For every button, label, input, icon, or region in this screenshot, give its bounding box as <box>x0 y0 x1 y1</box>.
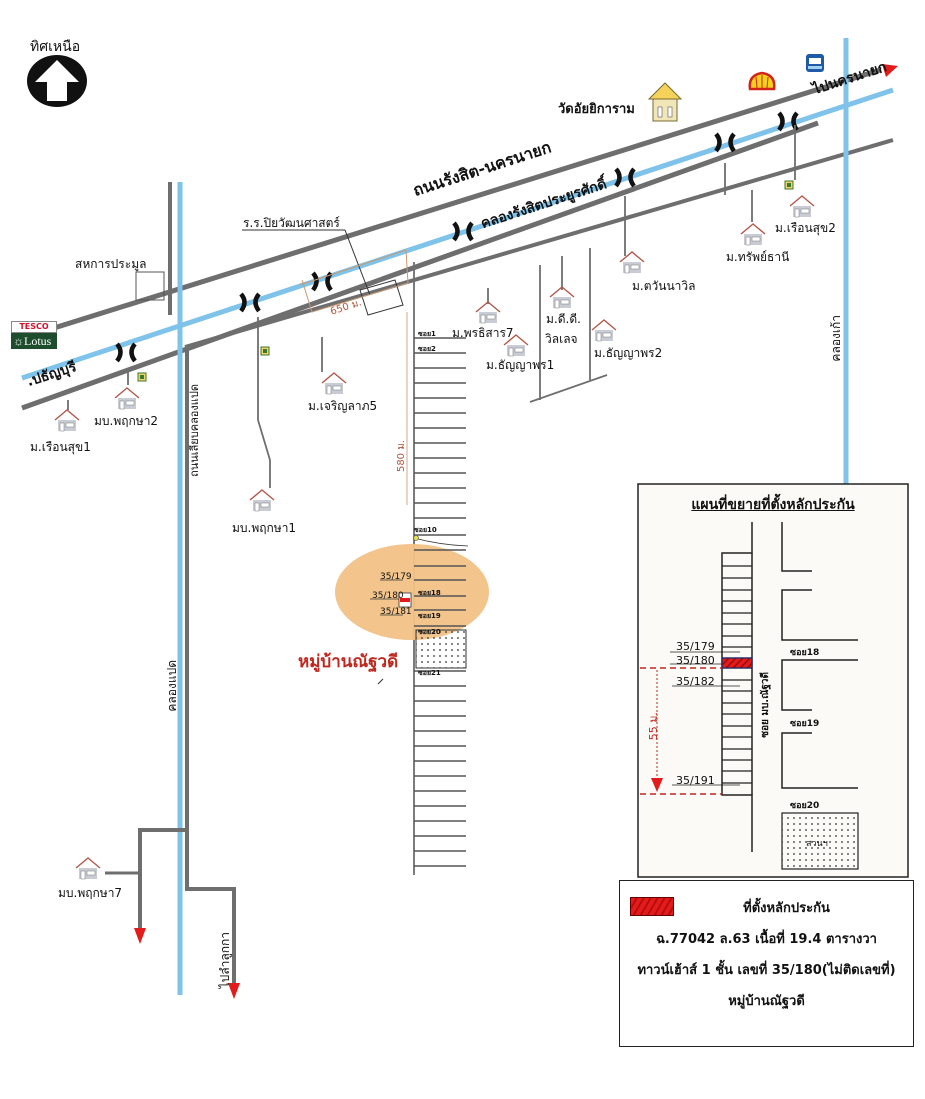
soi-label: ซอย2 <box>418 345 436 353</box>
project-label: หมู่บ้านณัฐวดี <box>298 652 399 672</box>
soi-label: ซอย20 <box>418 628 441 636</box>
north-arrow-icon <box>27 55 87 107</box>
house-icon <box>789 195 815 218</box>
village-label: ม.เรือนสุข1 <box>30 440 91 454</box>
village-label: ม.เรือนสุข2 <box>775 221 836 235</box>
legend-title: ที่ตั้งหลักประกัน <box>743 901 830 916</box>
village-label: ม.ธัญญาพร2 <box>594 346 663 360</box>
house-icon <box>740 223 766 246</box>
school-building <box>359 279 404 316</box>
inset-soi-label: ซอย20 <box>790 801 820 811</box>
east-arrow-icon <box>882 64 898 77</box>
inset-plot-label: 35/179 <box>676 640 715 653</box>
frontage-road <box>184 138 894 349</box>
house-icon <box>619 251 645 274</box>
to-south-label: ไปลำลูกกา <box>218 932 232 989</box>
inset-road-label: ซอย มบ.ณัฐวดี <box>760 672 771 738</box>
house-icon <box>54 409 80 432</box>
collateral-swatch <box>630 897 674 916</box>
legend-box: ที่ตั้งหลักประกัน ฉ.77042 ล.63 เนื้อที่ … <box>619 880 914 1047</box>
house-icon <box>321 372 347 395</box>
village-label: ม.ธัญญาพร1 <box>486 358 555 372</box>
main-road <box>21 64 898 411</box>
village-label: ม.พรธิสาร7 <box>452 326 514 340</box>
house-icon <box>591 319 617 342</box>
house-icon <box>475 301 501 324</box>
north-label: ทิศเหนือ <box>30 39 81 55</box>
inset-map <box>637 483 909 878</box>
village-label: มบ.พฤกษา1 <box>232 521 297 535</box>
temple-icon <box>647 82 683 122</box>
park-area <box>415 629 467 669</box>
coop-building <box>135 271 165 301</box>
house-icon <box>114 387 140 410</box>
plot-label: 35/180 <box>372 591 404 601</box>
bridge-icon <box>117 344 135 361</box>
location-highlight <box>335 544 489 640</box>
inset-park-label: สวนฯ <box>806 839 828 849</box>
soi-label: ซอย19 <box>418 612 441 620</box>
inset-park <box>781 812 859 870</box>
house-icon <box>75 857 101 880</box>
south-arrow-2-icon <box>228 983 240 999</box>
inset-plot-label: 35/182 <box>676 675 715 688</box>
coop-label: สหการประมูล <box>75 257 147 271</box>
house-icon <box>249 489 275 512</box>
legend-house: ทาวน์เฮ้าส์ 1 ชั้น เลขที่ 35/180(ไม่ติดเ… <box>637 963 896 978</box>
seven-eleven-icon <box>784 180 794 190</box>
school-label: ร.ร.ปิยวัฒนศาสตร์ <box>243 216 340 230</box>
soi-lines <box>414 337 466 867</box>
village-label: ม.ตวันนาวิล <box>632 279 696 293</box>
village-label: ม.ทรัพย์ธานี <box>726 250 790 264</box>
village-label: มบ.พฤกษา2 <box>94 414 159 428</box>
plot-label: 35/181 <box>380 607 412 617</box>
inset-distance-label: 55 ม. <box>647 712 660 741</box>
distance-580: 580 ม. <box>396 440 407 473</box>
soi-label: ซอย21 <box>418 669 441 677</box>
seven-eleven-icon <box>260 346 270 356</box>
soi-label: ซอย1 <box>418 330 436 338</box>
village-label: ม.เจริญลาภ5 <box>308 399 378 413</box>
inset-plot-marker <box>721 657 753 669</box>
khlong8-road-label: ถนนเลียบคลองแปด <box>188 384 201 477</box>
village-label: มบ.พฤกษา7 <box>58 886 123 900</box>
south-arrow-1-icon <box>134 928 146 944</box>
soi-label: ซอย18 <box>418 589 441 597</box>
south-road-1 <box>138 828 187 930</box>
khlong8-label: คลองแปด <box>165 660 179 712</box>
temple-label: วัดอัยยิการาม <box>558 102 635 117</box>
tesco-lotus-logo: TESCO ☼Lotus <box>11 321 57 351</box>
bank-icon <box>806 54 824 72</box>
legend-project: หมู่บ้านณัฐวดี <box>728 994 805 1009</box>
village-label: ม.ดี.ดี. <box>546 312 581 326</box>
inset-title: แผนที่ขยายที่ตั้งหลักประกัน <box>691 497 855 513</box>
distance-arrow-icon <box>651 778 663 792</box>
inset-plot-label: 35/180 <box>676 654 715 667</box>
plot-label: 35/179 <box>380 572 412 582</box>
house-icon <box>549 286 575 309</box>
inset-soi-label: ซอย19 <box>790 719 820 729</box>
soi-label: ซอย10 <box>414 526 437 534</box>
khlong9-label: คลองเก้า <box>829 315 843 362</box>
bridge-icon <box>716 134 734 151</box>
inset-box: แผนที่ขยายที่ตั้งหลักประกัน <box>638 484 908 877</box>
inset-soi-label: ซอย18 <box>790 648 820 658</box>
south-road-2 <box>185 830 236 985</box>
inset-plot-label: 35/191 <box>676 774 715 787</box>
shell-gas-icon <box>748 71 776 91</box>
legend-deed: ฉ.77042 ล.63 เนื้อที่ 19.4 ตารางวา <box>656 932 877 947</box>
village-label: วิลเลจ <box>545 332 578 346</box>
seven-eleven-icon <box>137 372 147 382</box>
